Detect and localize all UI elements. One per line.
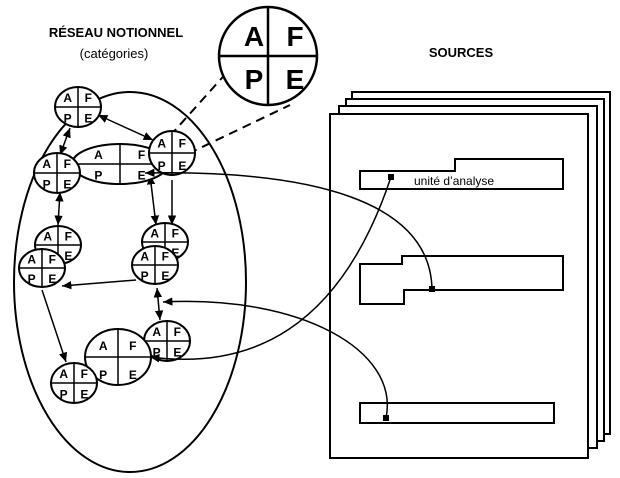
edge-rightmid-to-lower [153, 287, 164, 321]
anchor-unit-2 [429, 286, 435, 292]
node-label-f: F [64, 157, 71, 171]
zoom-quadrant-f: F [286, 21, 303, 52]
node-label-f: F [162, 249, 169, 263]
node-label-a: A [140, 249, 149, 263]
node-label-e: E [129, 368, 137, 382]
zoom-quadrant-p: P [245, 64, 264, 95]
edge-leftmid-to-bottom [41, 289, 67, 363]
node-label-e: E [84, 112, 92, 126]
node-label-a: A [152, 325, 161, 339]
node-label-a: A [157, 137, 166, 151]
node-label-f: F [172, 226, 179, 240]
node-label-a: A [42, 157, 51, 171]
node-label-a: A [63, 91, 72, 105]
network-title: RÉSEAU NOTIONNEL [49, 25, 183, 40]
node-label-e: E [173, 346, 181, 360]
anchor-unit-3 [383, 415, 389, 421]
node-label-p: P [141, 269, 149, 283]
analysis-unit-label: unité d’analyse [414, 174, 494, 188]
node-label-p: P [99, 368, 107, 382]
zoom-quadrant-a: A [244, 21, 264, 52]
node-label-e: E [63, 178, 71, 192]
zoom-quadrant-e: E [286, 64, 305, 95]
edge-rightmid-to-leftmid [61, 279, 137, 290]
analysis-unit-1 [359, 158, 564, 190]
anchor-unit-1 [388, 174, 394, 180]
node-label-e: E [80, 388, 88, 402]
node-label-f: F [174, 325, 181, 339]
node-label-a: A [99, 339, 108, 353]
node-label-a: A [94, 148, 103, 162]
edge-top-to-left [59, 127, 71, 156]
node-label-f: F [85, 91, 92, 105]
node-label-f: F [49, 252, 56, 266]
node-label-f: F [81, 367, 88, 381]
node-label-p: P [43, 178, 51, 192]
node-label-a: A [27, 252, 36, 266]
link-unit2-to-center [144, 168, 433, 290]
node-label-p: P [28, 272, 36, 286]
node-label-a: A [150, 226, 159, 240]
node-label-e: E [48, 272, 56, 286]
node-label-e: E [64, 249, 72, 263]
zoomed-category-circle: A F P E [217, 5, 319, 107]
node-label-e: E [178, 159, 186, 173]
node-label-p: P [64, 112, 72, 126]
network-subtitle: (catégories) [80, 46, 149, 61]
node-label-f: F [129, 339, 136, 353]
analysis-unit-3 [359, 402, 555, 424]
source-links [144, 168, 435, 421]
node-label-e: E [138, 169, 146, 183]
edge-left-to-mid [54, 191, 64, 226]
node-label-a: A [59, 367, 68, 381]
analysis-unit-2 [359, 255, 564, 305]
node-label-p: P [94, 169, 102, 183]
node-label-p: P [60, 388, 68, 402]
node-label-p: P [153, 346, 161, 360]
node-label-f: F [179, 137, 186, 151]
node-label-f: F [138, 148, 145, 162]
network-nodes: AFPEAFPEAFPEAFPEAFPEAFPEAFPEAFPEAFPEAFPE… [18, 86, 196, 404]
link-unit1-to-large-node [149, 176, 392, 363]
edge-top-to-right [97, 114, 154, 141]
notional-network-boundary [13, 91, 247, 473]
node-label-f: F [65, 229, 72, 243]
node-label-p: P [158, 159, 166, 173]
edge-center-to-right-mid [146, 174, 160, 226]
sources-title: SOURCES [429, 45, 494, 60]
node-label-e: E [161, 269, 169, 283]
node-label-a: A [43, 229, 52, 243]
link-unit3-to-lower [162, 297, 389, 419]
node-label-e: E [171, 246, 179, 260]
